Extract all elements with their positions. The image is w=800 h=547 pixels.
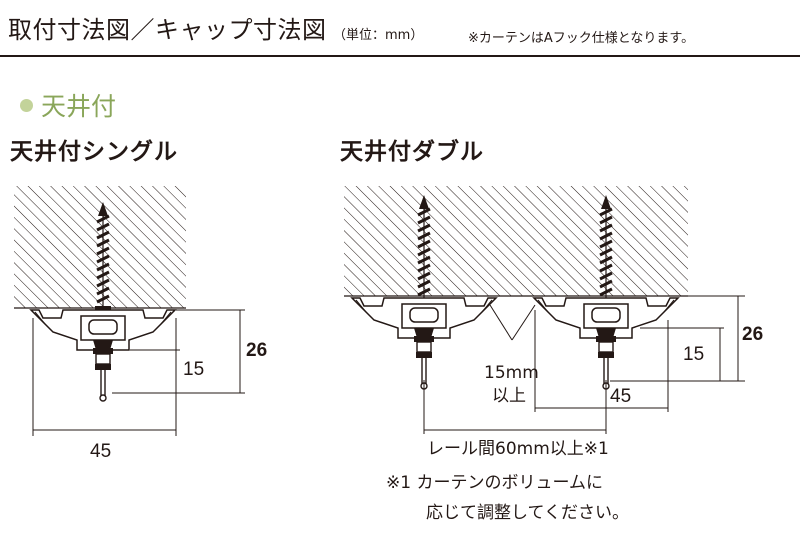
double-dim-width: 45 — [610, 386, 631, 407]
single-diagram: 26 15 45 — [14, 186, 267, 462]
single-runner-icon — [92, 347, 114, 402]
ceiling-hatch-double — [344, 186, 688, 296]
single-dim-inner: 15 — [183, 359, 204, 380]
section-label: 天井付 — [41, 92, 117, 121]
double-rail-right-icon — [533, 297, 679, 339]
double-gap-value: 15mm — [484, 363, 539, 383]
section-heading: 天井付 — [20, 87, 116, 123]
double-gap-suffix: 以上 — [492, 386, 526, 406]
bullet-dot-icon — [20, 98, 33, 112]
double-diagram: 26 15 15mm 以上 45 レール間60mm以上※1 ※1 カーテンのボリ… — [344, 186, 763, 523]
header-rule — [0, 55, 800, 57]
ceiling-hatch — [14, 186, 186, 308]
double-dim-height: 26 — [742, 324, 763, 345]
footnote-line1: ※1 カーテンのボリュームに — [386, 473, 603, 493]
single-rail-icon — [30, 309, 176, 351]
page-title: 取付寸法図／キャップ寸法図 — [8, 16, 327, 44]
double-title: 天井付ダブル — [340, 139, 484, 165]
unit-label: （単位：mm） — [333, 28, 424, 43]
single-dim-width: 45 — [90, 441, 111, 462]
double-rail-left-icon — [351, 297, 497, 339]
header: 取付寸法図／キャップ寸法図 （単位：mm） ※カーテンはAフック仕様となります。 — [0, 0, 800, 58]
rail-spacing-label: レール間60mm以上※1 — [427, 439, 609, 459]
footnote-line2: 応じて調整してください。 — [426, 503, 629, 523]
single-dim-height: 26 — [246, 340, 267, 361]
single-title: 天井付シングル — [10, 139, 178, 165]
hook-note: ※カーテンはAフック仕様となります。 — [468, 31, 695, 46]
double-dim-inner: 15 — [683, 344, 704, 365]
